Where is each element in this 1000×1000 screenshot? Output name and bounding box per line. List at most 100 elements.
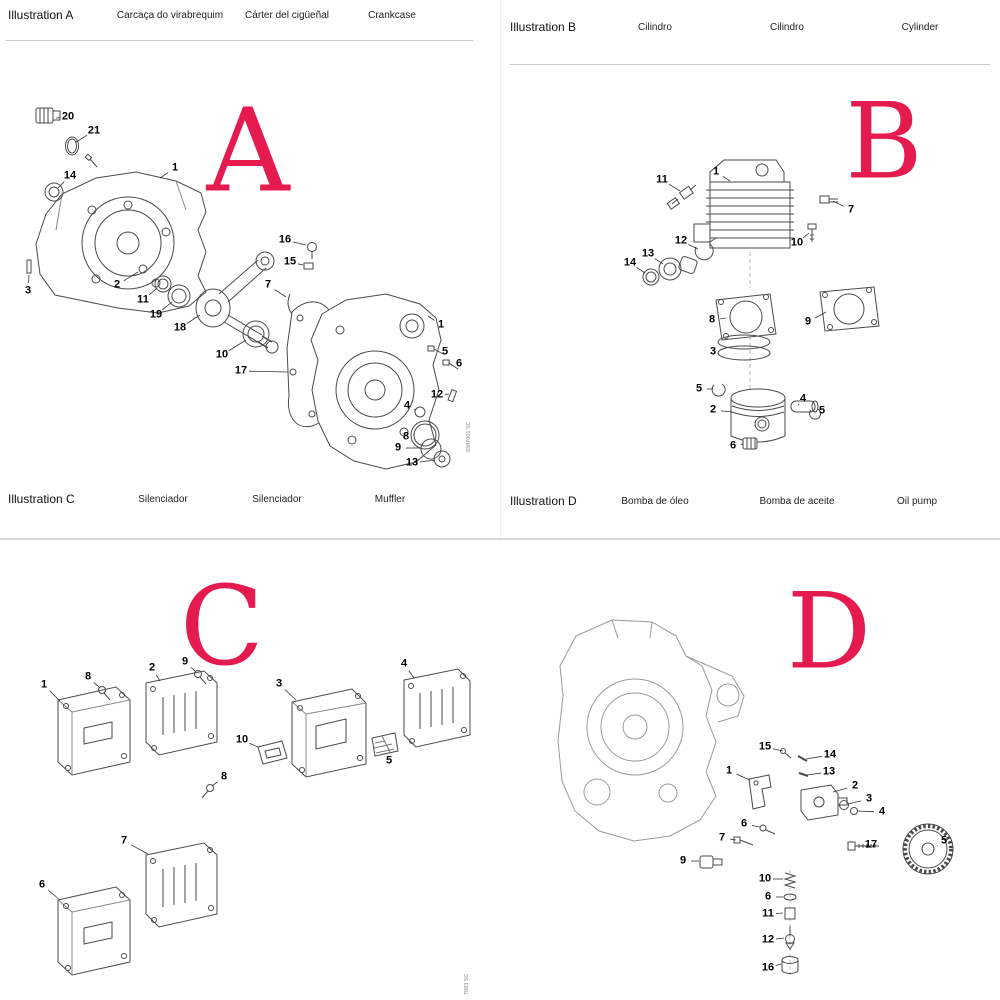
cylinder-exploded-diagram xyxy=(642,159,880,450)
part-callout: 10 xyxy=(215,348,229,361)
part-callout: 1 xyxy=(712,165,720,178)
oil-pump-exploded-diagram xyxy=(557,619,954,978)
lang-col-es: Cárter del cigüeñal xyxy=(245,10,329,21)
part-callout: 3 xyxy=(709,345,717,358)
leader-lines xyxy=(636,175,845,445)
part-callout: 9 xyxy=(679,854,687,867)
part-callout: 6 xyxy=(764,890,772,903)
part-callout: 11 xyxy=(762,907,774,920)
part-callout: 12 xyxy=(674,234,688,247)
part-callout: 9 xyxy=(394,441,402,454)
part-callout: 4 xyxy=(403,399,411,412)
part-callout: 15 xyxy=(283,255,297,268)
part-callout: 1 xyxy=(437,318,445,331)
quadrant-d: Illustration D Bomba de óleo Bomba de ac… xyxy=(500,490,1000,1000)
section-letter: C xyxy=(179,562,265,690)
part-callout: 13 xyxy=(641,247,655,260)
muffler-exploded-diagram: 7683 SC xyxy=(57,668,471,995)
lang-col-es: Cilindro xyxy=(770,22,804,33)
part-callout: 6 xyxy=(740,817,748,830)
part-callout: 18 xyxy=(173,321,187,334)
part-callout: 14 xyxy=(623,256,637,269)
part-callout: 20 xyxy=(61,110,75,123)
part-callout: 5 xyxy=(441,345,449,358)
drawing-code: 9387001 SC xyxy=(466,421,472,452)
lang-col-en: Cylinder xyxy=(901,22,939,33)
lang-col-pt: Silenciador xyxy=(138,494,188,505)
section-letter: B xyxy=(845,80,923,203)
quadrant-a: Illustration A Carcaça do virabrequim Cá… xyxy=(0,0,500,490)
part-callout: 1 xyxy=(40,678,48,691)
part-callout: 2 xyxy=(148,661,156,674)
part-callout: 11 xyxy=(656,173,668,186)
lang-col-es: Bomba de aceite xyxy=(759,496,835,507)
part-callout: 8 xyxy=(84,670,92,683)
part-callout: 9 xyxy=(804,315,812,328)
part-callout: 10 xyxy=(235,733,249,746)
section-letter: A xyxy=(206,84,290,219)
part-callout: 7 xyxy=(264,278,272,291)
illustration-label: Illustration B xyxy=(510,20,577,34)
part-callout: 9 xyxy=(181,655,189,668)
part-callout: 21 xyxy=(87,124,101,137)
part-callout: 7 xyxy=(847,203,855,216)
leader-lines xyxy=(28,117,453,463)
lang-col-pt: Bomba de óleo xyxy=(621,496,689,507)
lang-col-en: Crankcase xyxy=(368,10,416,21)
part-callout: 4 xyxy=(400,657,408,670)
part-callout: 5 xyxy=(940,834,948,847)
leader-lines xyxy=(47,667,415,901)
part-callout: 2 xyxy=(709,403,717,416)
part-callout: 4 xyxy=(878,805,886,818)
lang-col-pt: Cilindro xyxy=(638,22,672,33)
illustration-label: Illustration C xyxy=(8,492,75,506)
section-letter: D xyxy=(786,570,872,693)
horizontal-divider xyxy=(0,538,1000,540)
part-callout: 5 xyxy=(818,404,826,417)
part-callout: 7 xyxy=(718,831,726,844)
part-callout: 16 xyxy=(278,233,292,246)
part-callout: 1 xyxy=(725,764,733,777)
part-callout: 16 xyxy=(761,961,775,974)
leader-lines xyxy=(691,748,938,967)
lang-col-en: Oil pump xyxy=(896,496,938,507)
part-callout: 2 xyxy=(113,278,121,291)
vertical-divider xyxy=(500,0,501,538)
part-callout: 6 xyxy=(729,439,737,452)
crankcase-exploded-diagram: 9387001 SC xyxy=(26,107,472,470)
part-callout: 13 xyxy=(822,765,836,778)
header-divider xyxy=(510,64,990,65)
part-callout: 8 xyxy=(708,313,716,326)
part-callout: 14 xyxy=(63,169,77,182)
part-callout: 5 xyxy=(385,754,393,767)
quadrant-c: Illustration C Silenciador Silenciador M… xyxy=(0,490,500,1000)
part-callout: 17 xyxy=(234,364,248,377)
part-callout: 6 xyxy=(455,357,463,370)
part-callout: 1 xyxy=(171,161,179,174)
lang-col-es: Silenciador xyxy=(252,494,302,505)
illustration-label: Illustration D xyxy=(510,494,577,508)
part-callout: 19 xyxy=(149,308,163,321)
part-callout: 3 xyxy=(275,677,283,690)
part-callout: 8 xyxy=(402,430,410,443)
part-callout: 7 xyxy=(120,834,128,847)
illustration-label: Illustration A xyxy=(8,8,74,22)
part-callout: 3 xyxy=(24,284,32,297)
part-callout: 17 xyxy=(864,838,878,851)
part-callout: 2 xyxy=(851,779,859,792)
part-callout: 10 xyxy=(790,236,804,249)
drawing-code: 7683 SC xyxy=(464,974,470,995)
part-callout: 4 xyxy=(799,392,807,405)
part-callout: 12 xyxy=(761,933,775,946)
header-divider xyxy=(6,40,473,41)
quadrant-b: Illustration B Cilindro Cilindro Cylinde… xyxy=(500,0,1000,490)
part-callout: 8 xyxy=(220,770,228,783)
part-callout: 12 xyxy=(430,388,444,401)
part-callout: 14 xyxy=(823,748,837,761)
lang-col-en: Muffler xyxy=(374,494,406,505)
part-callout: 11 xyxy=(137,293,149,306)
part-callout: 5 xyxy=(695,382,703,395)
part-callout: 15 xyxy=(758,740,772,753)
part-callout: 6 xyxy=(38,878,46,891)
part-callout: 10 xyxy=(758,872,772,885)
